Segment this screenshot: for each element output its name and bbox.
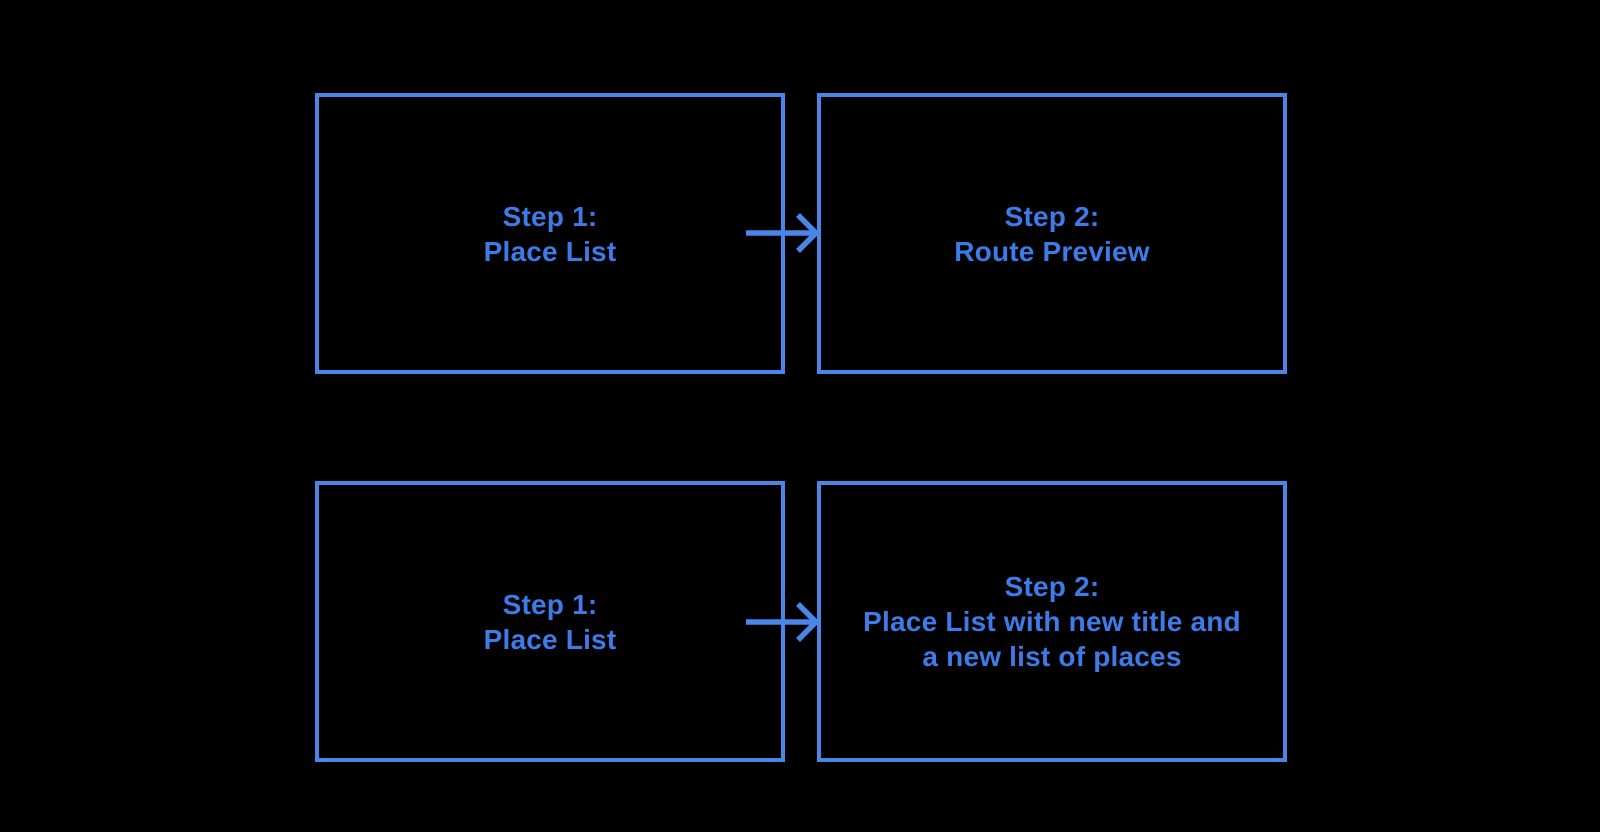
flow-box-row2-step2-place-list-new: Step 2: Place List with new title and a … (817, 481, 1287, 762)
label-line: Step 1: (502, 588, 598, 620)
flow-box-row1-step1-place-list: Step 1: Place List (315, 93, 785, 374)
box-label: Step 1: Place List (484, 587, 617, 657)
flow-box-row2-step1-place-list: Step 1: Place List (315, 481, 785, 762)
box-label: Step 2: Route Preview (954, 199, 1150, 269)
right-arrow-icon (746, 602, 820, 642)
label-line: Step 2: (1004, 571, 1100, 602)
label-line: Place List (483, 235, 617, 267)
flow-box-row1-step2-route-preview: Step 2: Route Preview (817, 93, 1287, 374)
label-line: Route Preview (954, 235, 1150, 267)
right-arrow-icon (746, 213, 820, 253)
label-line: Step 2: (1004, 200, 1100, 232)
label-line: Place List with new title and (863, 606, 1241, 637)
label-line: Place List (483, 623, 617, 655)
box-label: Step 2: Place List with new title and a … (863, 569, 1241, 674)
label-line: a new list of places (922, 641, 1182, 672)
box-label: Step 1: Place List (484, 199, 617, 269)
label-line: Step 1: (502, 200, 598, 232)
